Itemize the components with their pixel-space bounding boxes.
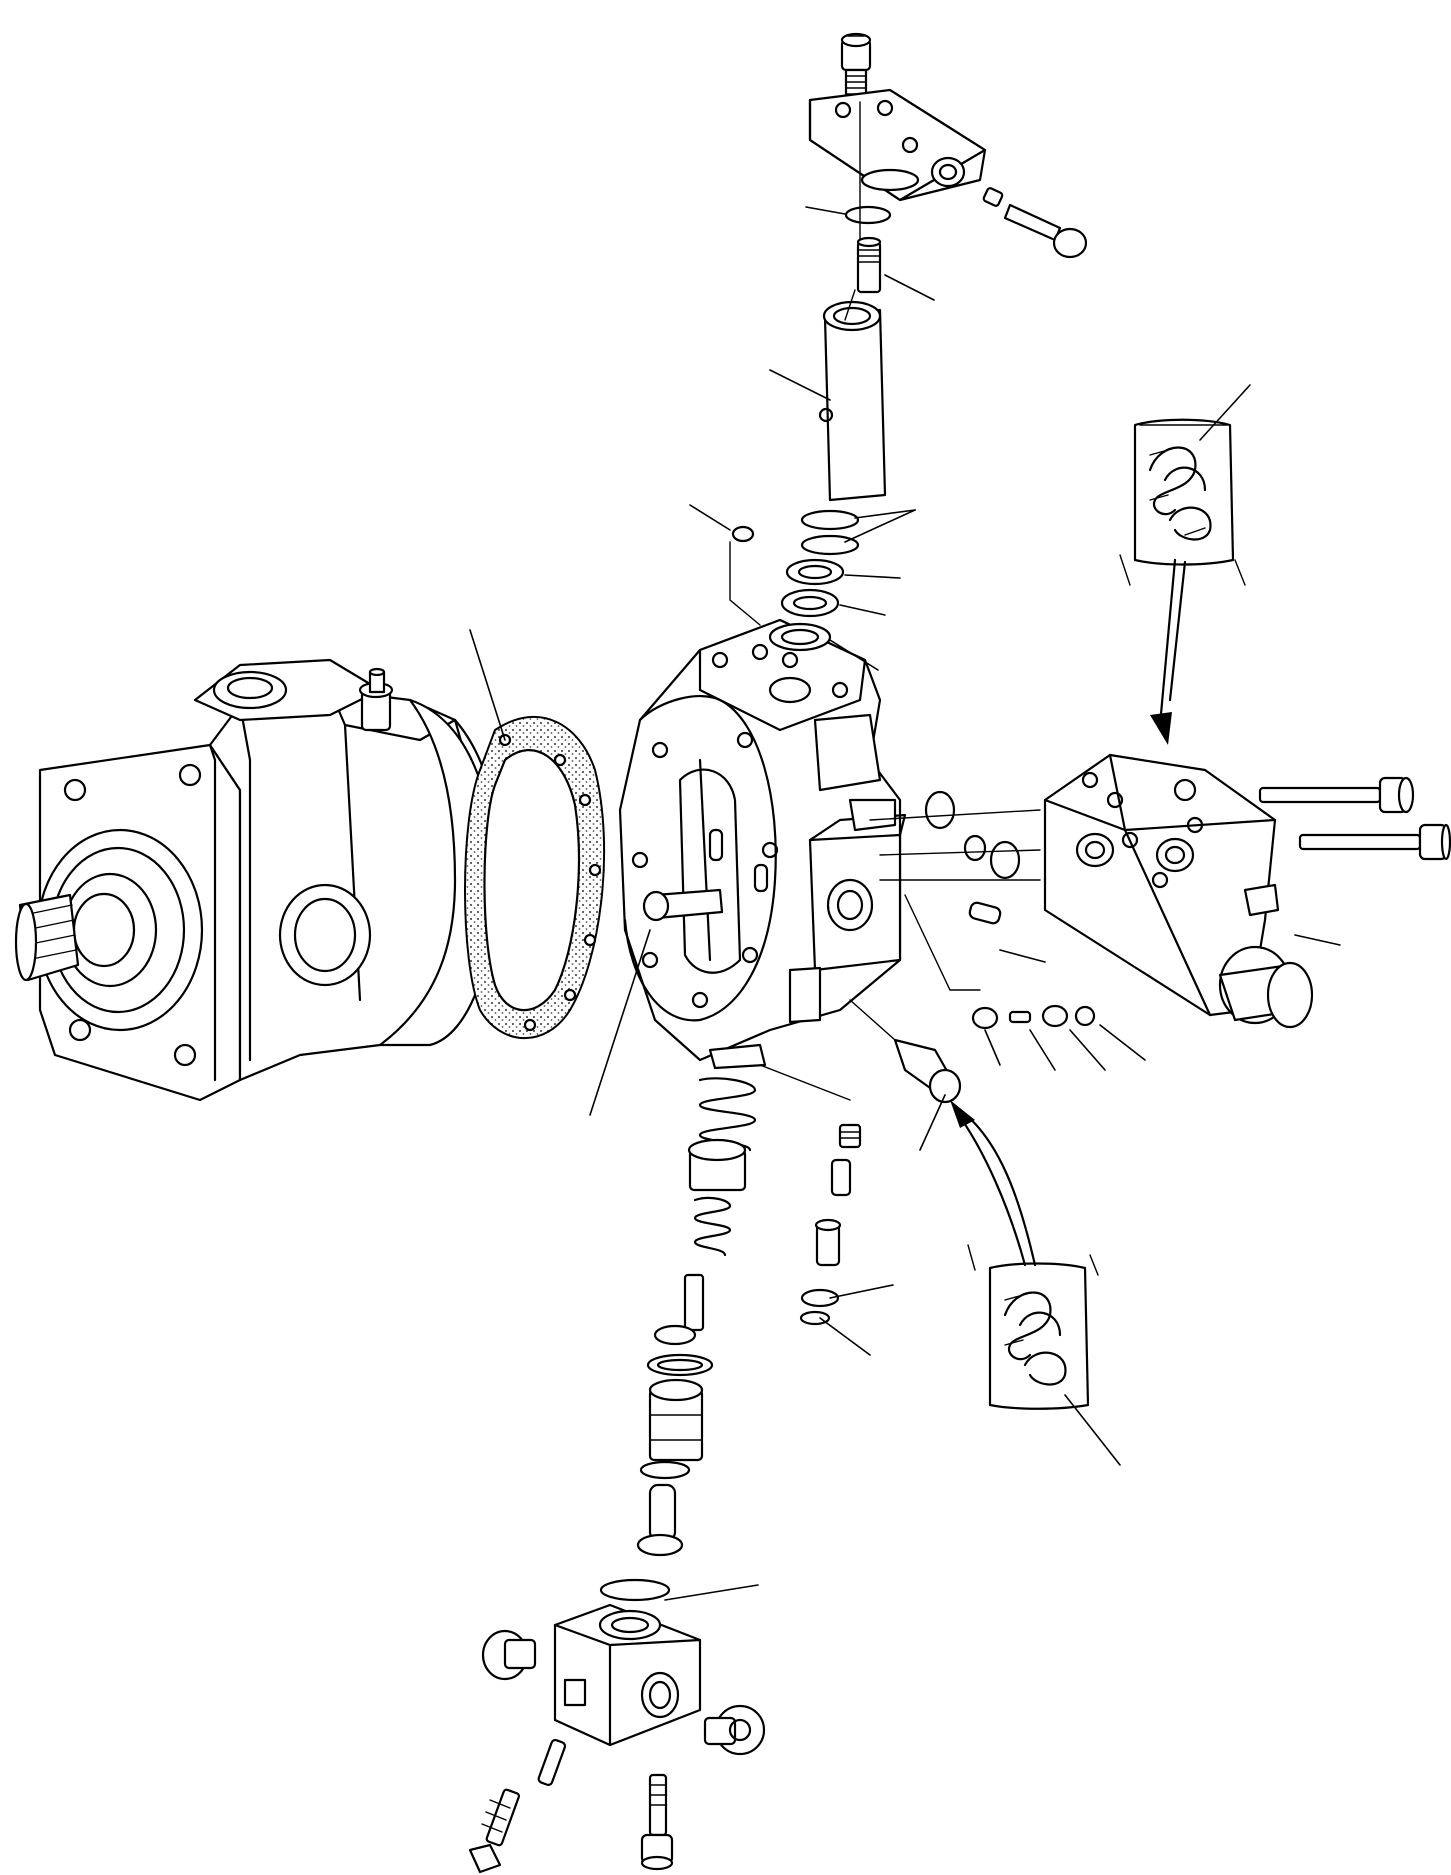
bottom-valve-stack (468, 1077, 766, 1874)
control-housing (618, 618, 907, 1070)
seal-kit-bag-bottom (950, 1100, 1099, 1410)
seal-kit-bag-top (1119, 418, 1246, 745)
hydraulic-motor (14, 658, 503, 1102)
top-valve-stack (729, 32, 1088, 652)
small-fittings (849, 894, 1096, 1104)
right-valve-block (869, 753, 1451, 1029)
gasket (464, 715, 606, 1040)
leader-lines (469, 206, 1341, 1601)
side-screw-stack (759, 1064, 862, 1326)
